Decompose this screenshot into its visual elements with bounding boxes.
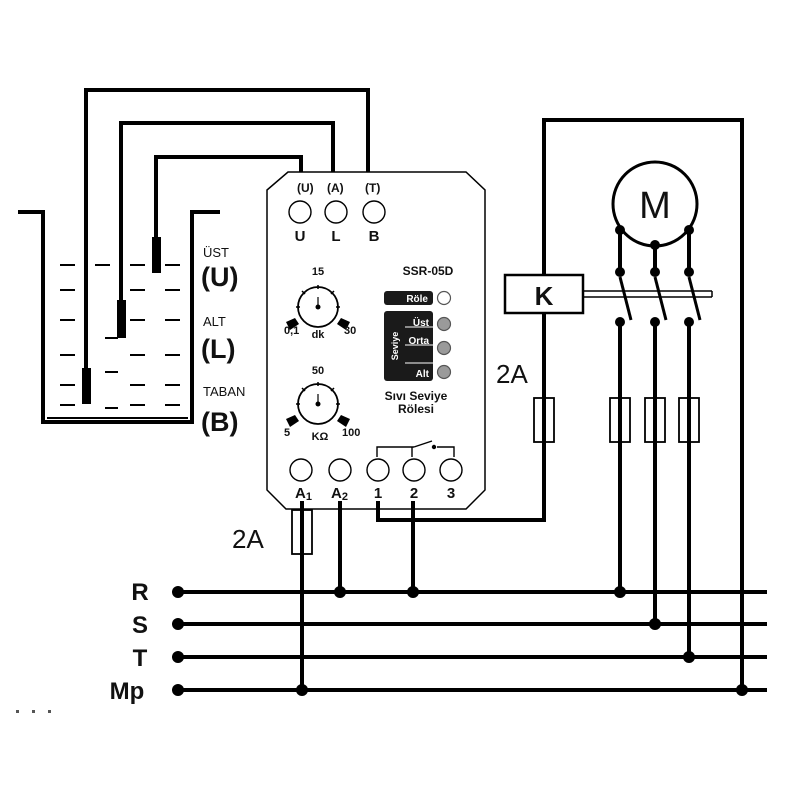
terminal-1-wire <box>376 118 744 692</box>
time-knob-unit: dk <box>312 329 326 341</box>
level-label-alt: Alt <box>416 369 430 380</box>
terminal-b-label: B <box>369 228 380 245</box>
relay-model: SSR-05D <box>403 264 454 278</box>
terminal-a-top-label: (A) <box>327 181 344 195</box>
water-tank <box>18 210 220 424</box>
terminal-2-label: 2 <box>410 485 418 502</box>
line-mp-label: Mp <box>110 678 145 705</box>
terminal-1-label: 1 <box>374 485 382 502</box>
level-led-orta <box>436 340 452 356</box>
resistance-knob <box>286 382 350 427</box>
contactor-poles <box>615 276 702 327</box>
relay-title-line1: Sıvı Seviye <box>385 389 448 403</box>
time-knob-min-label: 0,1 <box>284 325 299 337</box>
contactor <box>503 273 713 315</box>
resistance-knob-unit: KΩ <box>312 431 329 443</box>
fuse-label-left: 2A <box>232 524 264 554</box>
fuse-label-right: 2A <box>496 359 528 389</box>
resistance-knob-min-label: 5 <box>284 427 290 439</box>
terminal-a1 <box>289 458 313 482</box>
line-s-label: S <box>132 612 148 639</box>
resistance-knob-end-label: 100 <box>342 427 360 439</box>
terminal-t-top-label: (T) <box>365 181 380 195</box>
relay-body: (U) (A) (T) U L B SSR-05D 15 0,1 <box>266 171 486 510</box>
relay-contact-symbol <box>376 440 455 457</box>
terminal-a2 <box>328 458 352 482</box>
water-level-dashes <box>60 264 180 409</box>
probe-label-l-small: ALT <box>203 314 226 329</box>
terminal-u <box>288 200 312 224</box>
motor-supply-wiring <box>609 320 700 659</box>
terminal-l <box>324 200 348 224</box>
terminal-u-label: U <box>295 228 306 245</box>
probe-label-b-big: (B) <box>201 407 238 437</box>
level-led-ust <box>436 316 452 332</box>
line-t-label: T <box>133 645 148 672</box>
probe-label-u-small: ÜST <box>203 245 229 260</box>
probe-u <box>152 237 161 273</box>
level-label-ust: Üst <box>413 316 430 329</box>
terminal-3-label: 3 <box>447 485 455 502</box>
terminal-a1-label: A1 <box>295 485 312 503</box>
terminal-a2-label: A2 <box>331 485 348 503</box>
terminal-1 <box>366 458 390 482</box>
scan-specks <box>16 710 51 713</box>
level-label-orta: Orta <box>408 336 429 347</box>
level-group-label: Seviye <box>390 332 400 361</box>
probe-labels: ÜST (U) ALT (L) TABAN (B) <box>201 245 245 437</box>
time-knob-end-label: 30 <box>344 325 356 337</box>
probe-label-u-big: (U) <box>201 262 238 292</box>
time-knob-max-label: 15 <box>312 266 324 278</box>
probe-l <box>117 300 126 338</box>
terminal-l-label: L <box>331 228 340 245</box>
terminal-u-top-label: (U) <box>297 181 314 195</box>
motor <box>611 160 699 277</box>
power-bus <box>172 586 767 696</box>
resistance-knob-max-label: 50 <box>312 365 324 377</box>
role-badge <box>384 291 433 305</box>
contactor-label: K <box>535 281 554 311</box>
role-label: Röle <box>406 294 428 305</box>
terminal-2 <box>402 458 426 482</box>
relay-title-line2: Rölesi <box>398 402 434 416</box>
probe-b <box>82 368 91 404</box>
probe-b-wire <box>84 88 370 382</box>
role-led <box>436 290 452 306</box>
probe-l-wire <box>119 121 335 307</box>
terminal-3 <box>439 458 463 482</box>
probe-label-l-big: (L) <box>201 334 235 364</box>
line-r-label: R <box>131 579 148 606</box>
level-led-alt <box>436 364 452 380</box>
time-knob <box>286 285 350 330</box>
probe-label-b-small: TABAN <box>203 384 245 399</box>
motor-label: M <box>639 185 671 227</box>
terminal-b <box>362 200 386 224</box>
